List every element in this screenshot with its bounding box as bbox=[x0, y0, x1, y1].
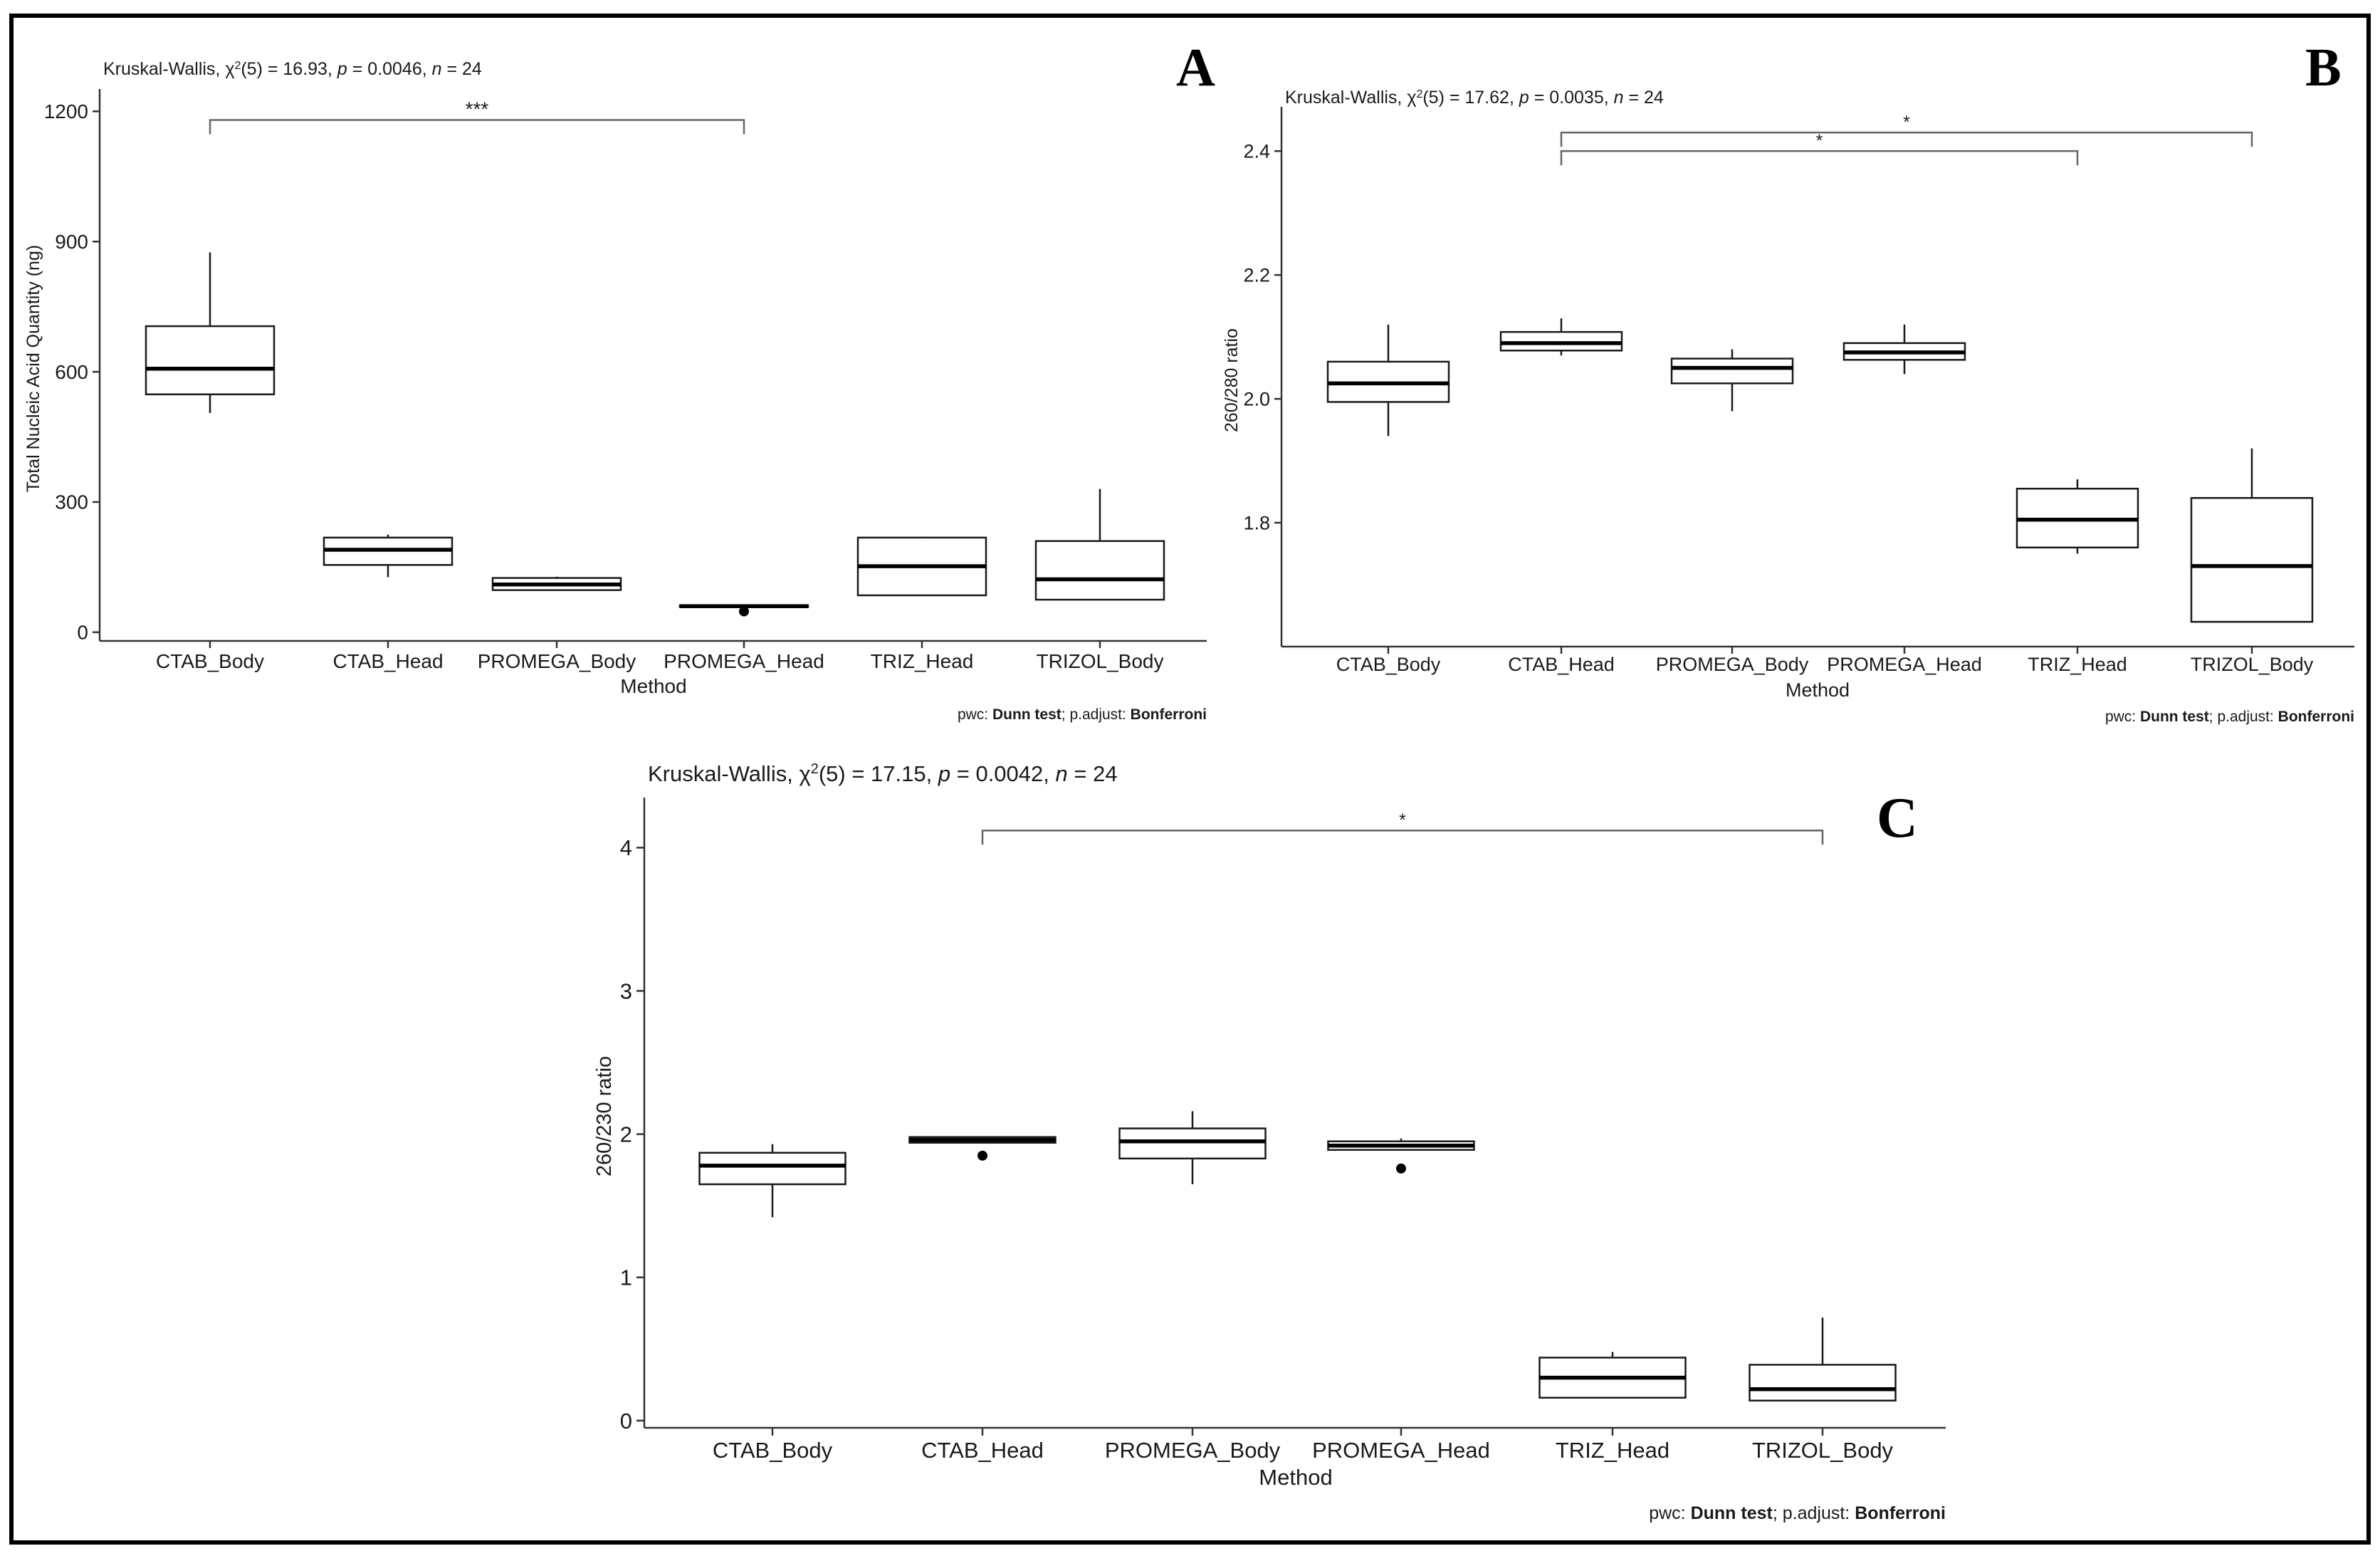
chart-title: Kruskal-Wallis, χ2(5) = 16.93, p = 0.004… bbox=[103, 59, 482, 79]
box-iqr bbox=[1118, 1127, 1267, 1160]
box-triz-head bbox=[1538, 1352, 1687, 1399]
bracket-line bbox=[209, 119, 745, 135]
y-tick-label: 600 bbox=[55, 361, 88, 383]
panel-letter: B bbox=[2305, 38, 2342, 98]
box-iqr bbox=[1034, 540, 1165, 601]
y-tick-label: 1200 bbox=[44, 100, 88, 122]
panel-letter: A bbox=[1176, 38, 1215, 98]
bracket-label: * bbox=[1903, 113, 1910, 132]
outlier-point bbox=[1396, 1163, 1406, 1174]
x-tick-label: PROMEGA_Head bbox=[1827, 654, 1982, 675]
test-caption: pwc: Dunn test; p.adjust: Bonferroni bbox=[958, 706, 1207, 723]
box-trizol-body bbox=[2190, 448, 2314, 623]
test-caption: pwc: Dunn test; p.adjust: Bonferroni bbox=[1649, 1503, 1946, 1523]
box-ctab-body bbox=[1326, 324, 1450, 437]
box-ctab-head bbox=[1499, 318, 1623, 356]
y-tick-label: 0 bbox=[620, 1409, 632, 1434]
x-tick-label: PROMEGA_Body bbox=[478, 650, 636, 672]
panel-letter: C bbox=[1877, 787, 1918, 850]
significance-bracket: * bbox=[981, 810, 1824, 845]
y-tick-label: 0 bbox=[77, 622, 88, 644]
test-caption: pwc: Dunn test; p.adjust: Bonferroni bbox=[2105, 709, 2354, 725]
bracket-label: * bbox=[1816, 131, 1823, 151]
x-tick-label: CTAB_Head bbox=[1508, 654, 1615, 675]
x-tick-label: CTAB_Body bbox=[713, 1438, 833, 1463]
x-tick-label: TRIZ_Head bbox=[2028, 654, 2127, 675]
x-axis-label: Method bbox=[1259, 1465, 1332, 1490]
box-trizol-body bbox=[1034, 489, 1165, 601]
bracket-line bbox=[1560, 131, 2253, 147]
y-axis-label: 260/280 ratio bbox=[1222, 328, 1242, 432]
x-tick-label: PROMEGA_Head bbox=[1312, 1438, 1490, 1463]
x-tick-label: PROMEGA_Head bbox=[664, 650, 824, 672]
box-promega-head bbox=[678, 604, 809, 617]
panel-a: A Kruskal-Wallis, χ2(5) = 16.93, p = 0.00… bbox=[23, 38, 1215, 723]
box-ctab-head bbox=[323, 534, 454, 578]
y-tick-label: 2 bbox=[620, 1122, 632, 1147]
chart-title: Kruskal-Wallis, χ2(5) = 17.62, p = 0.003… bbox=[1285, 88, 1664, 108]
y-tick-label: 2.4 bbox=[1243, 141, 1270, 162]
chart-title: Kruskal-Wallis, χ2(5) = 17.15, p = 0.004… bbox=[648, 761, 1118, 786]
box-iqr bbox=[1670, 357, 1794, 385]
box-ctab-head bbox=[908, 1136, 1057, 1161]
significance-bracket: * bbox=[1560, 131, 2079, 166]
y-tick-label: 2.0 bbox=[1243, 389, 1270, 410]
box-triz-head bbox=[2015, 479, 2139, 554]
y-tick-label: 2.2 bbox=[1243, 265, 1270, 286]
x-tick-label: TRIZ_Head bbox=[1556, 1438, 1669, 1463]
y-tick-label: 3 bbox=[620, 978, 632, 1003]
box-iqr bbox=[1749, 1364, 1897, 1402]
x-tick-label: CTAB_Body bbox=[1336, 654, 1441, 675]
y-tick-label: 1 bbox=[620, 1265, 632, 1290]
y-tick-label: 900 bbox=[55, 231, 88, 253]
box-triz-head bbox=[856, 536, 987, 597]
box-promega-head bbox=[1327, 1138, 1475, 1174]
bracket-label: * bbox=[1399, 810, 1406, 830]
box-trizol-body bbox=[1749, 1317, 1897, 1402]
figure-border bbox=[9, 14, 2371, 1545]
x-tick-label: TRIZOL_Body bbox=[1752, 1438, 1894, 1463]
y-axis-label: Total Nucleic Acid Quantity (ng) bbox=[23, 245, 43, 492]
x-tick-label: PROMEGA_Body bbox=[1656, 654, 1809, 675]
box-ctab-body bbox=[145, 252, 276, 413]
panel-b: B Kruskal-Wallis, χ2(5) = 17.62, p = 0.00… bbox=[1222, 38, 2354, 725]
x-tick-label: CTAB_Body bbox=[156, 650, 264, 672]
x-tick-label: TRIZ_Head bbox=[871, 650, 974, 672]
box-iqr bbox=[698, 1152, 846, 1186]
y-axis-label: 260/230 ratio bbox=[593, 1056, 616, 1176]
x-tick-label: CTAB_Head bbox=[921, 1438, 1044, 1463]
outlier-point bbox=[977, 1150, 987, 1161]
box-ctab-body bbox=[698, 1144, 846, 1218]
significance-bracket: * bbox=[1560, 113, 2253, 147]
x-tick-label: TRIZOL_Body bbox=[2191, 654, 2314, 675]
x-tick-label: PROMEGA_Body bbox=[1105, 1438, 1281, 1463]
bracket-line bbox=[981, 829, 1824, 845]
box-iqr bbox=[2190, 497, 2314, 623]
box-promega-body bbox=[1118, 1111, 1267, 1185]
bracket-line bbox=[1560, 150, 2079, 166]
box-promega-head bbox=[1842, 324, 1966, 375]
x-axis-label: Method bbox=[620, 675, 686, 697]
significance-bracket: *** bbox=[209, 98, 745, 135]
y-tick-label: 300 bbox=[55, 491, 88, 513]
y-tick-label: 4 bbox=[620, 835, 632, 860]
box-iqr bbox=[145, 325, 276, 396]
outlier-point bbox=[739, 606, 749, 617]
bracket-label: *** bbox=[466, 98, 489, 120]
panel-c: C Kruskal-Wallis, χ2(5) = 17.15, p = 0.00… bbox=[593, 761, 1946, 1523]
y-tick-label: 1.8 bbox=[1243, 512, 1270, 533]
x-axis-label: Method bbox=[1786, 679, 1850, 701]
box-promega-body bbox=[1670, 349, 1794, 412]
box-promega-body bbox=[491, 576, 622, 591]
x-tick-label: TRIZOL_Body bbox=[1037, 650, 1164, 672]
x-tick-label: CTAB_Head bbox=[332, 650, 443, 672]
